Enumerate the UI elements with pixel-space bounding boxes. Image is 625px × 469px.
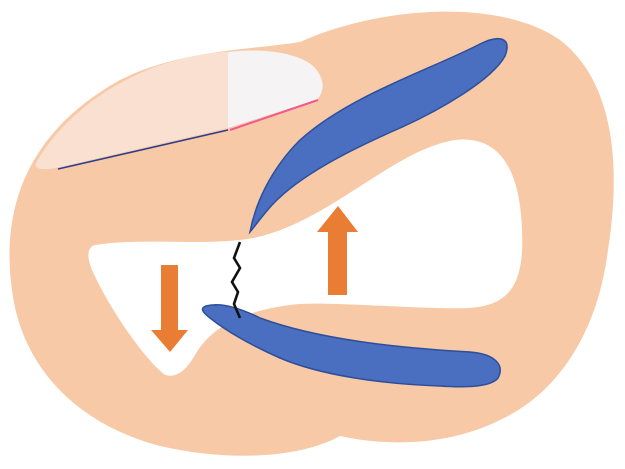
diagram-canvas [0,0,625,469]
diagram-svg [0,0,625,469]
